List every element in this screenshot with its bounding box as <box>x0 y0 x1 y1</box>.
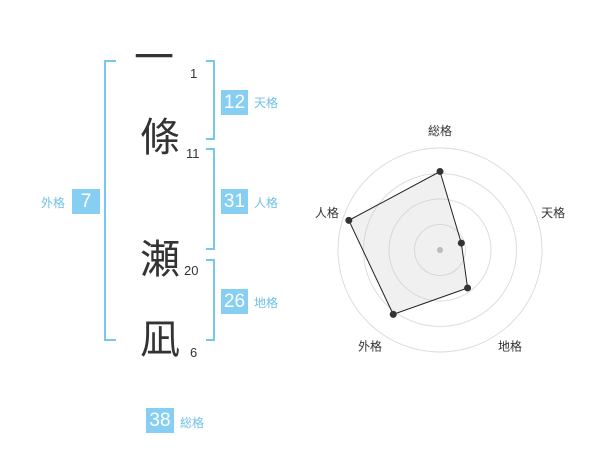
jinkaku-label: 人格 <box>254 196 279 210</box>
gaikaku-label: 外格 <box>41 196 66 210</box>
tenkaku-value: 12 <box>221 90 248 115</box>
name-char-2: 條 <box>140 115 180 161</box>
jinkaku-bracket <box>206 148 215 250</box>
jinkaku-value: 31 <box>221 189 248 214</box>
radar-axis-label-2: 天格 <box>541 205 565 220</box>
soukaku-value: 38 <box>146 408 174 433</box>
name-char-3: 瀬 <box>140 237 180 283</box>
radar-point-4 <box>389 310 397 318</box>
stroke-count-3: 20 <box>184 263 199 278</box>
stroke-count-2: 11 <box>186 146 200 161</box>
radar-point-2 <box>457 239 465 247</box>
chikaku-label: 地格 <box>254 296 279 310</box>
radar-axis-label-1: 総格 <box>428 123 452 138</box>
radar-center <box>437 247 443 253</box>
radar-point-3 <box>464 284 472 292</box>
name-char-4: 凪 <box>140 317 180 363</box>
soukaku-label: 総格 <box>180 416 205 430</box>
radar-area <box>348 170 469 316</box>
radar-axis-label-4: 外格 <box>358 338 382 353</box>
radar-ring <box>337 147 543 353</box>
tenkaku-bracket <box>206 60 215 140</box>
chikaku-value: 26 <box>221 289 248 314</box>
radar-point-1 <box>436 167 444 175</box>
stroke-count-1: 1 <box>190 66 198 81</box>
radar-axis-label-5: 人格 <box>315 205 339 220</box>
stroke-count-4: 6 <box>190 345 198 360</box>
radar-ring <box>414 224 466 276</box>
tenkaku-label: 天格 <box>254 96 279 110</box>
gaikaku-value: 7 <box>72 189 100 214</box>
radar-ring <box>388 198 492 302</box>
chikaku-bracket <box>206 259 215 341</box>
gaikaku-bracket <box>104 60 116 341</box>
radar-point-5 <box>345 216 353 224</box>
radar-axis-label-3: 地格 <box>498 338 522 353</box>
name-char-1: 一 <box>134 35 174 81</box>
